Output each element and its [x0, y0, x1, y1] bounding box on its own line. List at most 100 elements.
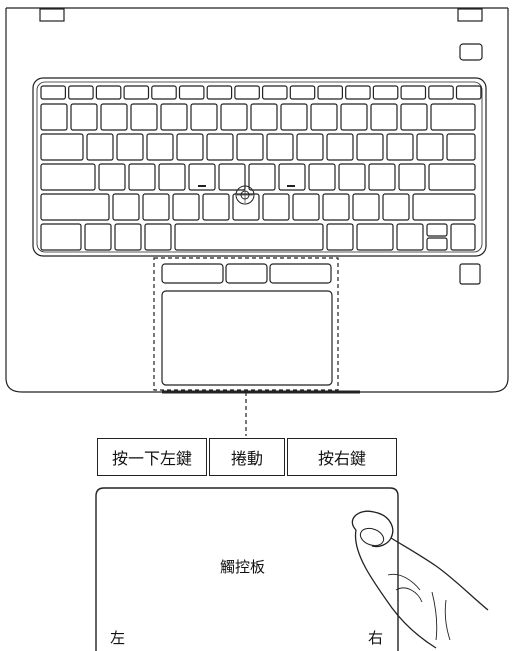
- keyboard-key: [236, 133, 264, 161]
- keyboard-key: [40, 103, 68, 131]
- keyboard-key: [100, 103, 128, 131]
- fingerprint-reader: [459, 263, 481, 285]
- keyboard-key: [430, 103, 476, 131]
- keyboard-key: [68, 85, 94, 100]
- keyboard-key: [146, 133, 174, 161]
- keyboard-key: [326, 133, 354, 161]
- keyboard-key: [326, 223, 354, 251]
- keyboard-key: [40, 163, 96, 191]
- touchpad-large: [95, 487, 399, 651]
- right-click-button: 按右鍵: [287, 438, 397, 476]
- keyboard-key: [352, 193, 380, 221]
- keyboard-key: [144, 223, 172, 251]
- keyboard-key: [322, 193, 350, 221]
- keyboard-key: [158, 163, 186, 191]
- keyboard-frame: [32, 77, 487, 257]
- keyboard-key: [372, 85, 399, 100]
- keyboard-key: [396, 223, 424, 251]
- keyboard-key: [160, 103, 188, 131]
- keyboard-key: [206, 85, 233, 100]
- keyboard-key: [308, 163, 336, 191]
- keyboard-key: [338, 163, 366, 191]
- keyboard-key: [172, 193, 200, 221]
- keyboard-key: [248, 163, 276, 191]
- keyboard-key: [86, 133, 114, 161]
- trackpoint-middle-button: [225, 263, 268, 284]
- keyboard-key: [289, 85, 316, 100]
- keyboard-key: [426, 237, 448, 251]
- trackpoint: [235, 185, 255, 205]
- keyboard-key: [262, 193, 290, 221]
- keyboard-key: [412, 193, 476, 221]
- keyboard-key: [232, 193, 260, 221]
- keyboard-keys: [40, 85, 482, 251]
- keyboard-frame-inner: [36, 81, 483, 253]
- power-button: [459, 43, 483, 61]
- keyboard-key: [398, 163, 426, 191]
- keyboard-key: [40, 193, 110, 221]
- keyboard-key: [426, 223, 448, 237]
- keyboard-key: [220, 103, 248, 131]
- keyboard-key: [356, 223, 394, 251]
- keyboard-key: [84, 223, 112, 251]
- keyboard-key: [455, 85, 482, 100]
- keyboard-key: [178, 85, 205, 100]
- keyboard-key: [98, 163, 126, 191]
- keyboard-key: [202, 193, 230, 221]
- keyboard-key: [123, 85, 150, 100]
- finger-icon: [351, 510, 489, 649]
- keyboard-key: [40, 223, 82, 251]
- keyboard-key: [234, 85, 260, 100]
- keyboard-key: [262, 85, 288, 100]
- keyboard-key: [95, 85, 122, 100]
- keyboard-key: [428, 163, 476, 191]
- keyboard-key: [40, 85, 66, 100]
- keyboard-key: [386, 133, 414, 161]
- keyboard-key: [382, 193, 410, 221]
- keyboard-key: [250, 103, 278, 131]
- left-click-button: 按一下左鍵: [97, 438, 207, 476]
- keyboard-key: [114, 223, 142, 251]
- keyboard-key: [370, 103, 398, 131]
- keyboard-key: [340, 103, 368, 131]
- keyboard-key: [142, 193, 170, 221]
- trackpoint-left-button: [161, 263, 224, 284]
- scroll-button: 捲動: [209, 438, 285, 476]
- keyboard-key: [356, 133, 384, 161]
- keyboard-key: [151, 85, 177, 100]
- keyboard-key: [280, 103, 308, 131]
- keyboard-key: [40, 133, 84, 161]
- keyboard-key: [345, 85, 371, 100]
- keyboard-key: [278, 163, 306, 191]
- keyboard-key: [310, 103, 338, 131]
- keyboard-key: [368, 163, 396, 191]
- hinge-left: [39, 8, 65, 22]
- keyboard-key: [206, 133, 234, 161]
- keyboard-key: [450, 223, 476, 251]
- keyboard-key: [112, 193, 140, 221]
- keyboard-key: [190, 103, 218, 131]
- keyboard-key: [317, 85, 343, 100]
- keyboard-key: [416, 133, 444, 161]
- keyboard-key: [128, 163, 156, 191]
- keyboard-key: [400, 85, 427, 100]
- keyboard-key: [174, 223, 324, 251]
- keyboard-key: [266, 133, 294, 161]
- keyboard-key: [428, 85, 454, 100]
- keyboard-key: [130, 103, 158, 131]
- keyboard-key: [292, 193, 320, 221]
- keyboard-key: [218, 163, 246, 191]
- keyboard-key: [176, 133, 204, 161]
- touchpad-small: [161, 290, 333, 386]
- keyboard-key: [400, 103, 428, 131]
- touchpad-highlight: [153, 257, 339, 391]
- touchpad-left-label: 左: [110, 629, 126, 647]
- keyboard-key: [188, 163, 216, 191]
- laptop-base-outline: [5, 8, 509, 393]
- keyboard-key: [116, 133, 144, 161]
- keyboard-key: [446, 133, 476, 161]
- keyboard-key: [296, 133, 324, 161]
- hinge-right: [457, 8, 483, 22]
- keyboard-key: [70, 103, 98, 131]
